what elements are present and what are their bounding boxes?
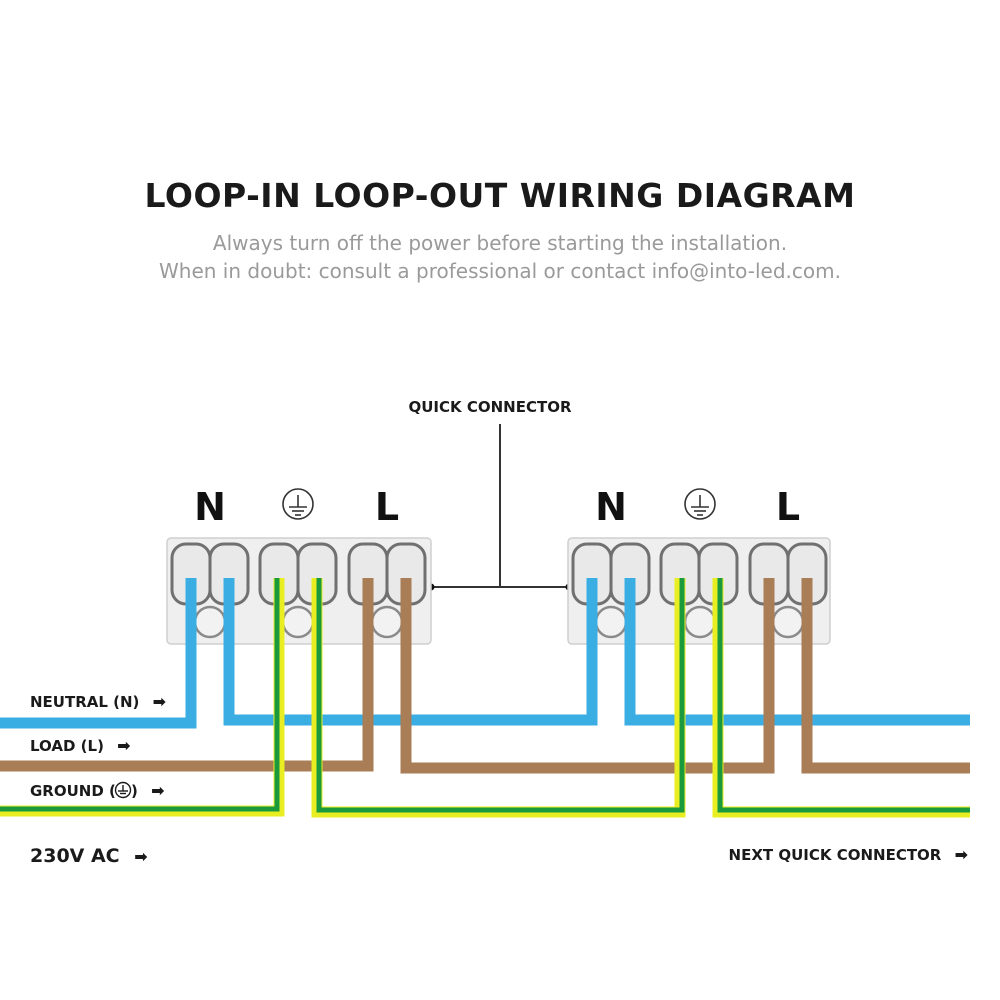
arrow-right-icon: ➡	[134, 847, 147, 866]
arrow-right-icon: ➡	[955, 845, 968, 864]
arrow-right-icon: ➡	[117, 736, 130, 755]
neutral-wire-label: NEUTRAL (N) ➡	[30, 692, 166, 711]
ground-wire-out	[712, 578, 970, 818]
quick-connector-1: N L	[166, 485, 432, 645]
safety-note-line-1: Always turn off the power before startin…	[212, 231, 788, 255]
load-wire-in	[0, 578, 374, 772]
ground-wire-label: GROUND (	[30, 782, 116, 800]
callout-line	[432, 424, 568, 588]
neutral-terminal-label: N	[595, 485, 627, 529]
arrow-right-icon: ➡	[153, 692, 166, 711]
quick-connector-2: N L	[567, 485, 831, 645]
load-wire-label: LOAD (L) ➡	[30, 736, 131, 755]
neutral-wire-out	[624, 578, 970, 726]
neutral-wire-in	[0, 578, 197, 729]
ground-wire-link	[311, 578, 686, 818]
supply-voltage-label: 230V AC ➡	[30, 845, 148, 867]
live-terminal-label: L	[776, 485, 800, 529]
load-wire-out	[801, 578, 970, 774]
diagram-title: LOOP-IN LOOP-OUT WIRING DIAGRAM	[144, 176, 856, 215]
arrow-right-icon: ➡	[151, 781, 164, 800]
live-terminal-label: L	[375, 485, 399, 529]
neutral-terminal-label: N	[194, 485, 226, 529]
load-wire-link	[400, 578, 775, 774]
ground-symbol-icon	[684, 488, 716, 520]
ground-label-suffix: ) ➡	[131, 781, 165, 800]
ground-wire-in	[0, 578, 285, 817]
quick-connector-label: QUICK CONNECTOR	[408, 398, 571, 416]
ground-symbol-icon	[114, 781, 132, 799]
safety-note-line-2: When in doubt: consult a professional or…	[159, 259, 841, 283]
ground-symbol-icon	[282, 488, 314, 520]
next-connector-label: NEXT QUICK CONNECTOR ➡	[729, 845, 968, 864]
